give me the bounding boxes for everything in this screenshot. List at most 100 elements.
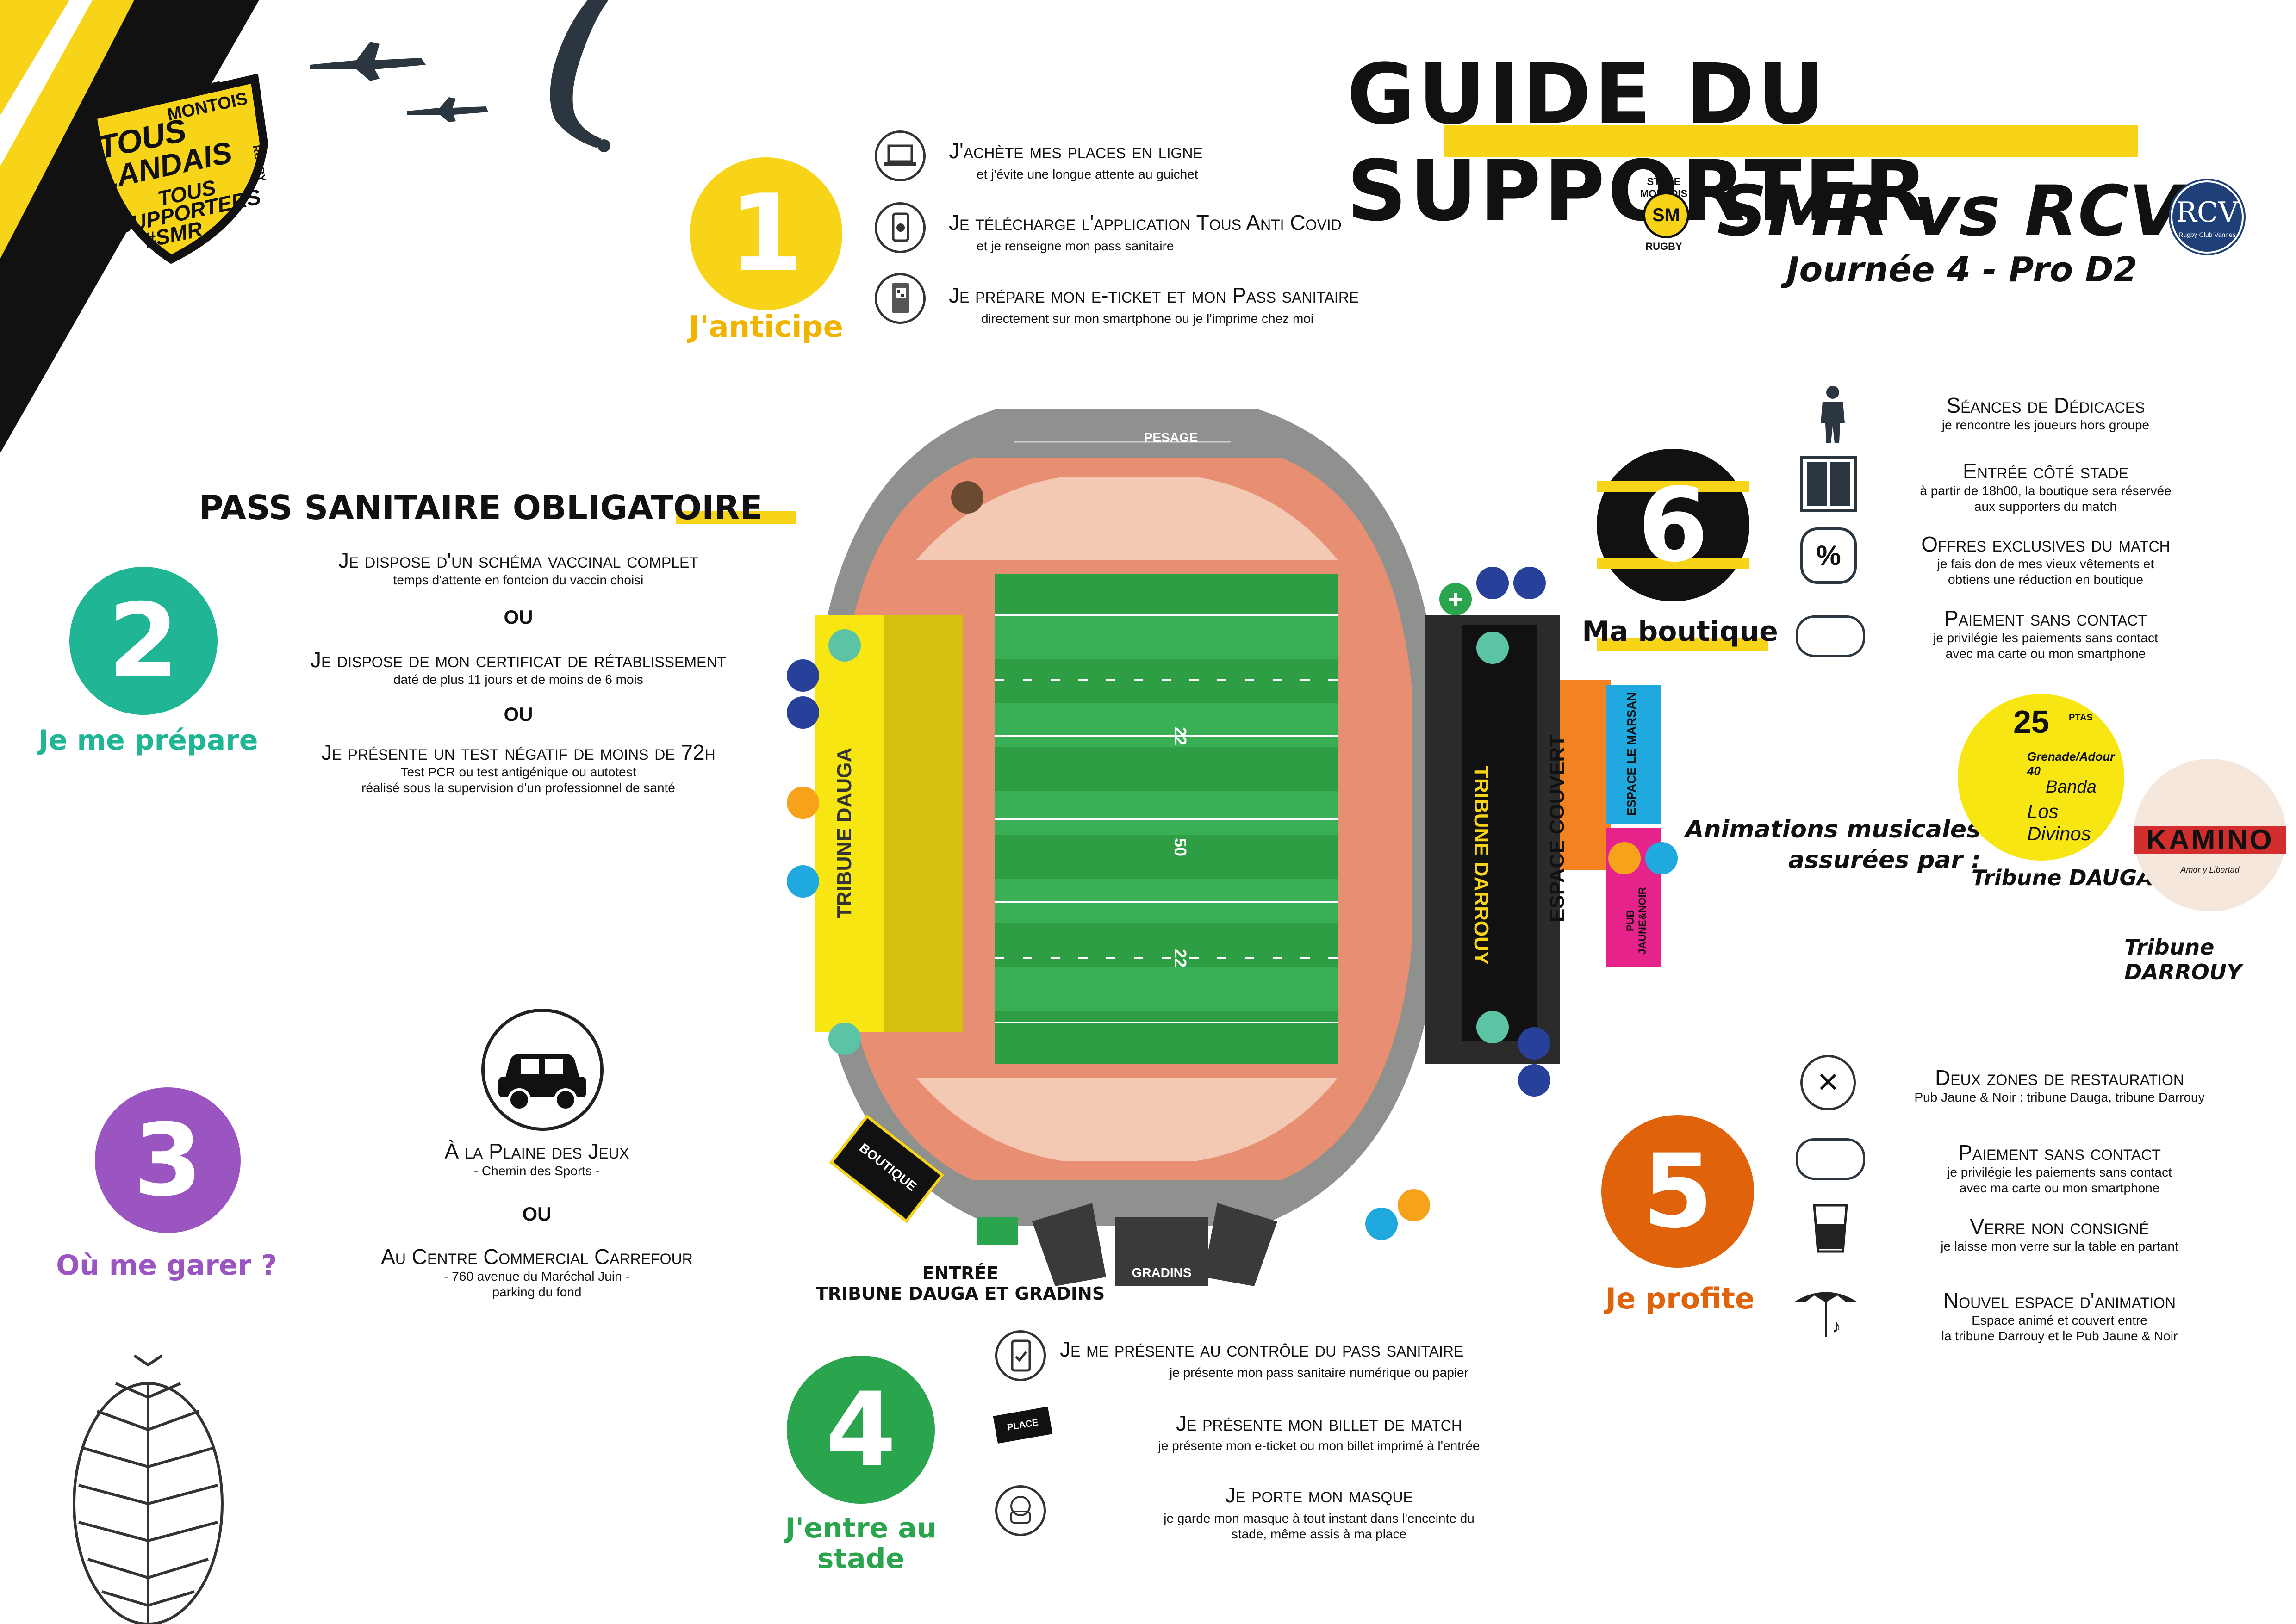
map-gradins-label: GRADINS [1132,1265,1192,1280]
step4-item3-sub: je garde mon masque à tout instant dans … [1164,1511,1475,1541]
step6-item3: Offres exclusives du match je fais don d… [1921,532,2170,587]
step2-circle: 2 [69,567,218,715]
step2-item3: Je présente un test négatif de moins de … [321,740,716,795]
home-team-badge: STADE MONTOIS SM RUGBY [1629,176,1699,264]
map-espace-couvert: ESPACE COUVERT [1546,734,1568,922]
step2-label: Je me prépare [38,724,258,756]
music-text: Animations musicales assurées par : [1685,816,1981,874]
step2-or1: OU [504,606,533,628]
contactless-icon [1796,1138,1865,1180]
step1-item2-sub: et je renseigne mon pass sanitaire [977,239,1174,253]
step5-item2: Paiement sans contact je privilégie les … [1947,1141,2172,1195]
step3-item2: Au Centre Commercial Carrefour - 760 ave… [381,1245,693,1299]
svg-text:♪: ♪ [1832,1316,1841,1337]
away-team-badge: RCV Rugby Club Vannes [2171,180,2244,254]
wheelchair-icon [1513,567,1546,599]
step4-label: J'entre au stade [785,1512,937,1575]
contactless-icon [1796,615,1865,657]
step1-item3: Je prépare mon e-ticket et mon Pass sani… [949,283,1359,307]
step1-label: J'anticipe [689,310,843,344]
wheelchair-area-icon [828,1023,861,1055]
map-tribune-darrouy: TRIBUNE DARROUY [1470,765,1493,965]
title-underline [1444,125,2138,157]
heading-underline [676,511,796,524]
step4-item2-sub: je présente mon e-ticket ou mon billet i… [1158,1438,1480,1453]
map-entrance: ENTRÉE TRIBUNE DAUGA ET GRADINS [815,1263,1105,1304]
step4-circle: 4 [787,1356,935,1504]
step4-item2: Je présente mon billet de match [1176,1411,1462,1435]
yard-22-bottom: 22 [1171,948,1190,968]
step6-item2: Entrée côté stade à partir de 18h00, la … [1920,459,2172,514]
step5-label: Je profite [1605,1282,1755,1315]
match-subtitle: Journée 4 - Pro D2 [1786,250,2138,290]
step5-circle: 5 [1601,1115,1754,1268]
step1-item1: J'achète mes places en ligne [949,139,1203,163]
pass-heading: PASS SANITAIRE OBLIGATOIRE [199,488,763,527]
diver-silhouette [550,0,610,152]
wheelchair-area-icon [828,629,861,662]
food-icon [787,787,819,819]
laptop-icon [875,130,926,181]
step1-item2: Je télécharge l'application Tous Anti Co… [949,211,1342,235]
banda-logo: 25 PTAS Grenade/Adour 40 Banda Los Divin… [1958,694,2124,861]
step2-item1: Je dispose d'un schéma vaccinal complet … [338,548,698,587]
pass-check-icon [995,1330,1046,1381]
wheelchair-area-icon [1476,1011,1509,1043]
car-icon [481,1009,604,1131]
band2-tribune: Tribune DARROUY [2124,935,2242,985]
wheelchair-icon [787,696,819,729]
step3-or: OU [522,1203,552,1225]
step5-item1: Deux zones de restauration Pub Jaune & N… [1914,1066,2205,1104]
band1-tribune: Tribune DAUGA [1972,865,2153,890]
discount-icon: % [1800,527,1857,584]
wheelchair-area-icon [1476,632,1509,664]
ticket-icon: PLACE [993,1407,1053,1444]
match-title: SMR vs RCV [1717,171,2183,252]
stadium-map [815,409,1611,1286]
page-title: GUIDE DU SUPPORTER [1347,46,1931,240]
phone-app-icon [875,202,926,253]
drinks-icon [1365,1208,1398,1240]
door-icon [1800,456,1857,512]
food-icon [1398,1189,1430,1221]
qr-phone-icon [875,273,926,324]
cutlery-icon: ✕ [1800,1055,1856,1110]
jets-illustration [310,42,488,122]
map-espace-marsan: ESPACE LE MARSAN [1606,685,1661,824]
pine-cone-illustration [73,1354,224,1624]
step4-item1: Je me présente au contrôle du pass sanit… [1060,1337,1464,1361]
step6-label-underline [1597,638,1768,651]
tent-music-icon: ♪ [1791,1282,1860,1342]
step3-label: Où me garer ? [56,1249,277,1282]
map-pesage-label: PESAGE [1144,430,1198,445]
step5-item4: Nouvel espace d'animation Espace animé e… [1941,1289,2178,1343]
tous-landais-logo: STADE MONTOIS TOUS LANDAIS TOUS SUPPORTE… [79,65,273,264]
step4-item3: Je porte mon masque [1225,1483,1413,1507]
step1-item3-sub: directement sur mon smartphone ou je l'i… [981,311,1314,326]
drinks-icon [787,865,819,898]
step1-item1-sub: et j'évite une longue attente au guichet [977,167,1198,181]
step3-item1: À la Plaine des Jeux - Chemin des Sports… [444,1139,629,1178]
step3-circle: 3 [95,1087,241,1233]
toilets-icon [1476,567,1509,599]
food-icon [1608,842,1641,874]
step4-item1-sub: je présente mon pass sanitaire numérique… [1170,1365,1468,1380]
screen-icon [951,481,983,514]
glass-icon [1810,1203,1851,1254]
toilets-icon [1518,1027,1550,1060]
player-icon [1814,384,1851,444]
step6-item4: Paiement sans contact je privilégie les … [1933,606,2158,661]
step2-item2: Je dispose de mon certificat de rétablis… [310,648,727,687]
wheelchair-icon [1518,1064,1550,1097]
yard-22-top: 22 [1171,726,1190,746]
yard-50: 50 [1171,837,1190,857]
step5-item3: Verre non consigné je laisse mon verre s… [1941,1215,2178,1253]
drinks-icon [1645,842,1678,874]
step6-item1: Séances de Dédicaces je rencontre les jo… [1941,393,2150,432]
step2-or2: OU [504,703,533,725]
toilets-icon [787,659,819,692]
step6-label: Ma boutique [1582,615,1778,648]
first-aid-icon: + [1439,583,1472,615]
exit-icon [977,1217,1018,1245]
step1-circle: 1 [690,157,842,310]
